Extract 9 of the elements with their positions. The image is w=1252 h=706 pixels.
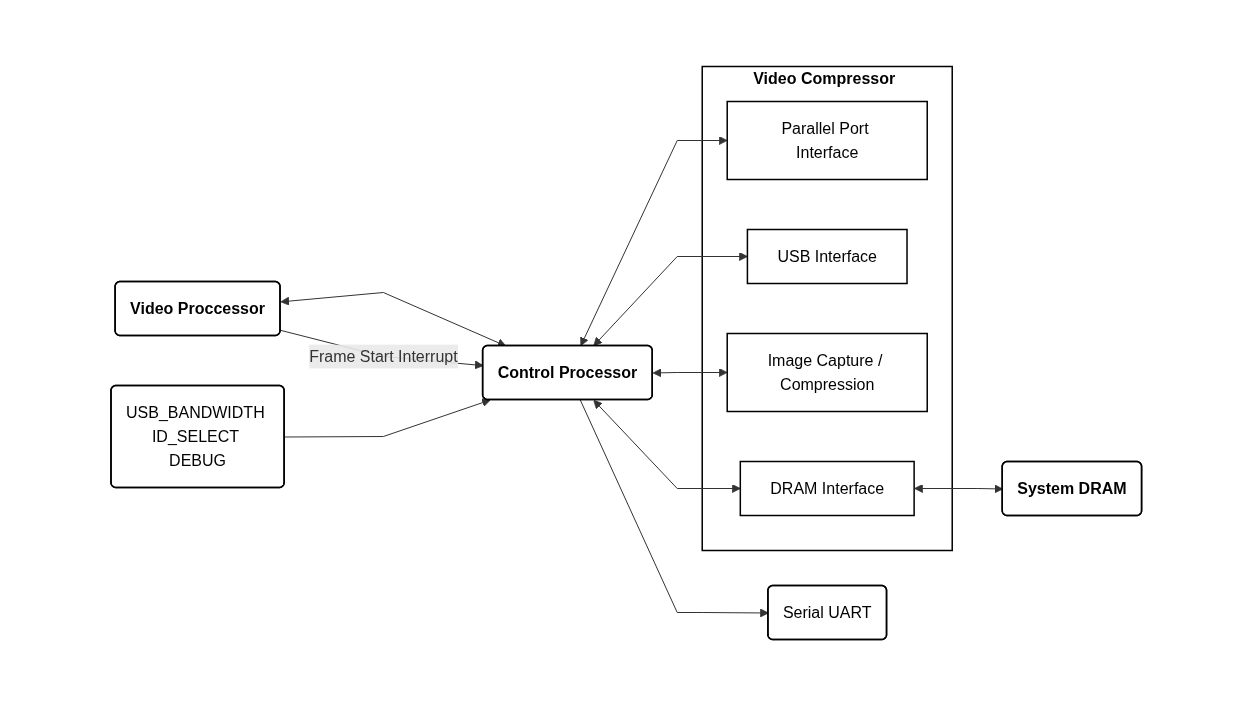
node-box: USB Interface — [746, 228, 908, 285]
arrow — [593, 399, 741, 493]
arrow — [280, 292, 506, 347]
node-box: Parallel Port Interface — [726, 100, 928, 181]
node-box: DRAM Interface — [739, 460, 915, 517]
arrow — [593, 252, 748, 347]
arrow — [283, 398, 491, 438]
node-box: Image Capture / Compression — [726, 332, 928, 413]
edge-label: Frame Start Interrupt — [308, 347, 458, 365]
